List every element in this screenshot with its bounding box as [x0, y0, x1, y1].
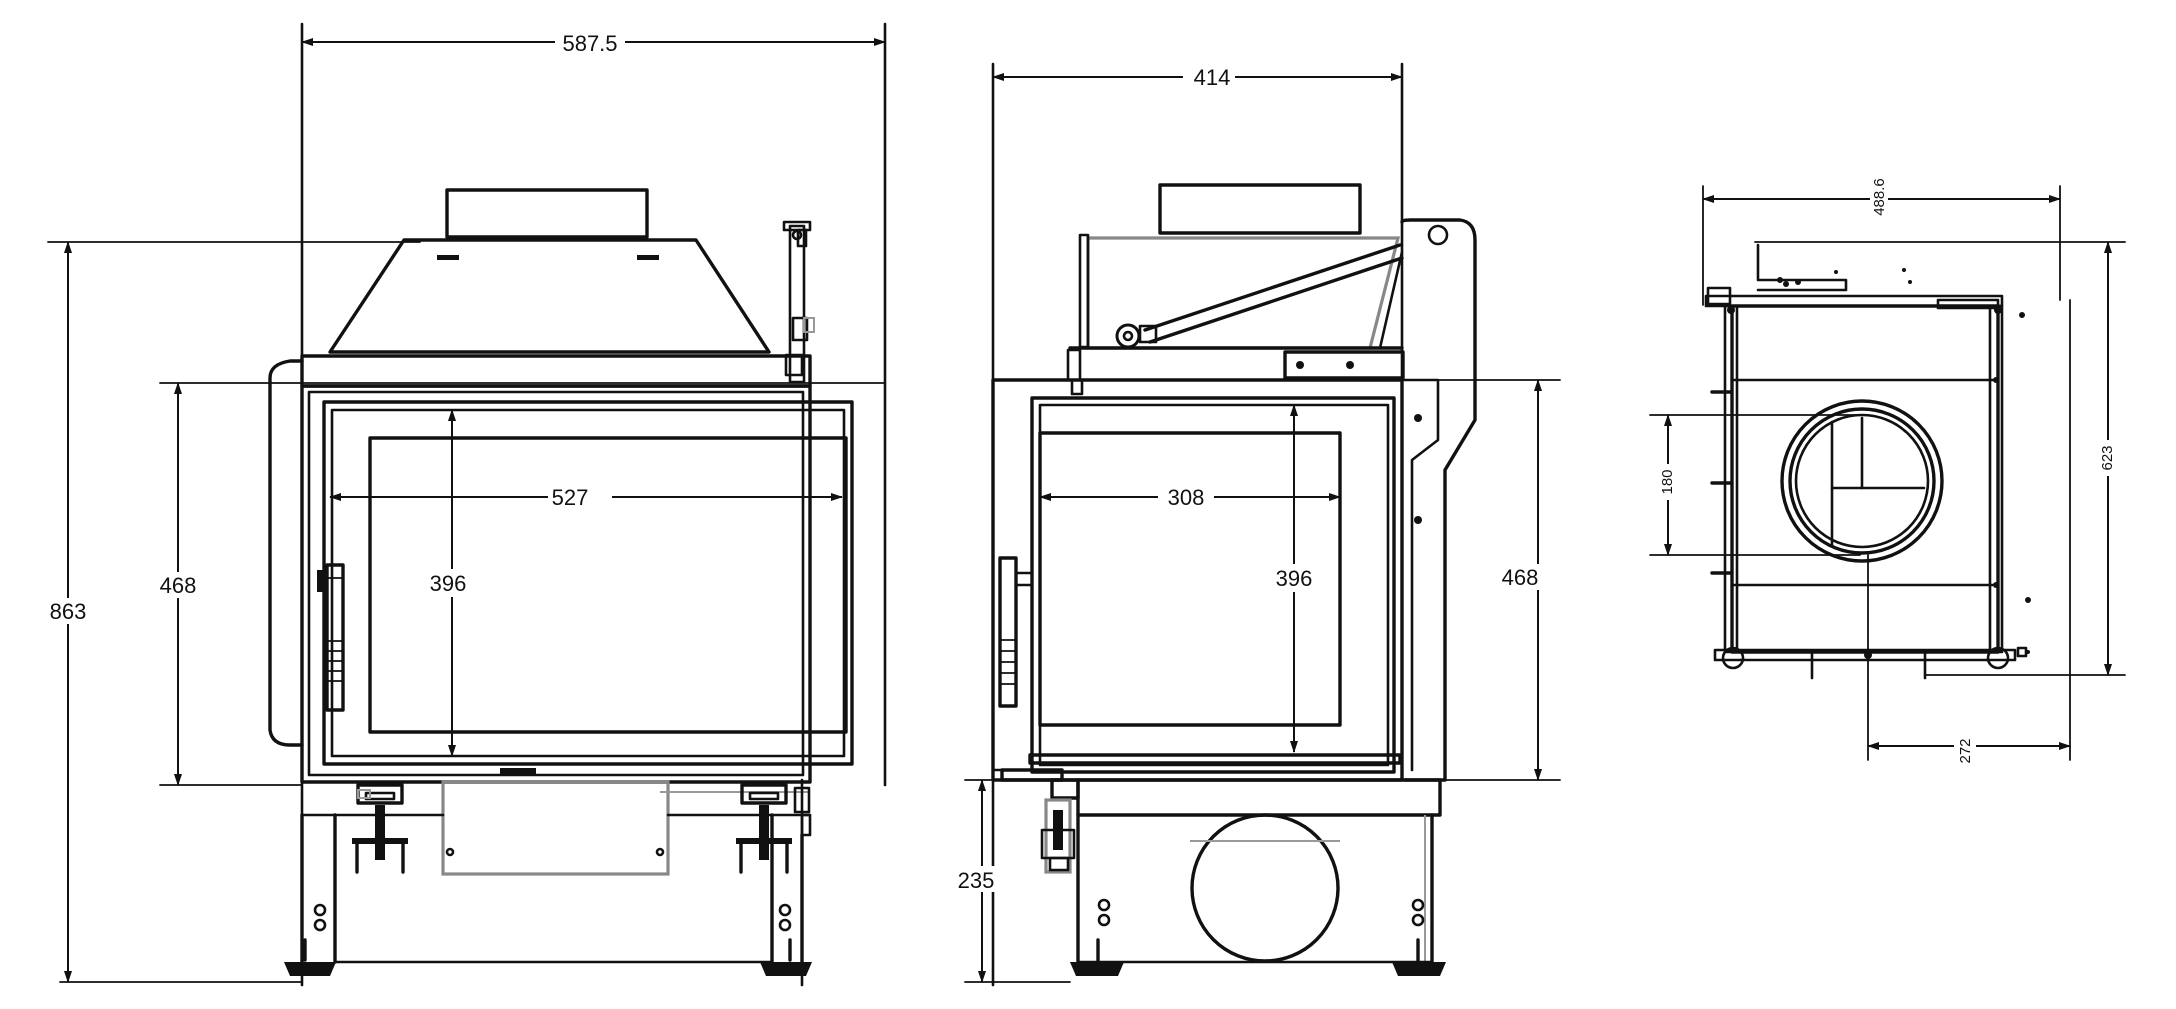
- leveling-foot-right: [736, 783, 792, 874]
- side-base-height: 235: [958, 868, 995, 893]
- front-overall-width: 587.5: [562, 31, 617, 56]
- side-glass-width: 308: [1168, 485, 1205, 510]
- front-view: 587.5 863 468 527 396: [46, 22, 887, 987]
- side-glass-height: 396: [1276, 566, 1313, 591]
- top-flue-offset: 272: [1957, 738, 1974, 763]
- front-glass-width: 527: [552, 485, 589, 510]
- top-overall-depth: 623: [2099, 445, 2116, 470]
- top-flue-diameter: 180: [1659, 469, 1676, 494]
- side-door-height: 468: [1502, 565, 1539, 590]
- leveling-foot-left: [352, 783, 408, 874]
- front-glass-height: 396: [430, 571, 467, 596]
- front-door-height: 468: [160, 573, 197, 598]
- top-view: 488.6 623 180 272: [1649, 172, 2126, 769]
- top-overall-width: 488.6: [1871, 178, 1888, 216]
- front-overall-height: 863: [50, 599, 87, 624]
- side-view: 414 308 396 468 235: [952, 62, 1561, 987]
- side-overall-width: 414: [1194, 65, 1231, 90]
